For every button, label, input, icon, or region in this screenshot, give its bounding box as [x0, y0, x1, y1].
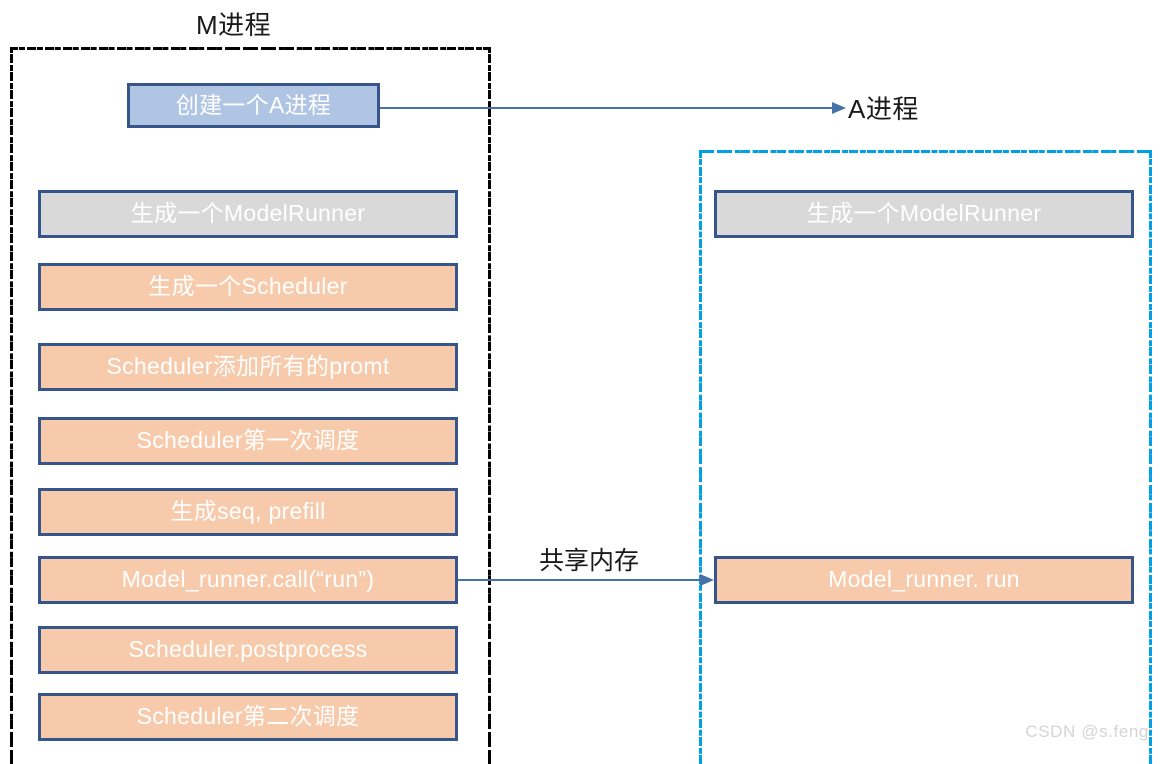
step-box-scheduler-add-prompts[interactable]: Scheduler添加所有的promt: [38, 343, 458, 391]
step-box-scheduler-first-schedule[interactable]: Scheduler第一次调度: [38, 417, 458, 465]
right-panel-title: A进程: [848, 94, 919, 124]
step-box-scheduler-second-schedule[interactable]: Scheduler第二次调度: [38, 693, 458, 741]
step-box-create-modelrunner[interactable]: 生成一个ModelRunner: [38, 190, 458, 238]
shared-memory-label: 共享内存: [539, 547, 640, 575]
step-box-a-model-runner-run[interactable]: Model_runner. run: [714, 556, 1134, 604]
left-process-panel: [10, 47, 491, 764]
step-box-model-runner-call-run[interactable]: Model_runner.call(“run”): [38, 556, 458, 604]
shared-memory-arrow: [458, 574, 714, 586]
left-panel-title: M进程: [196, 10, 272, 40]
step-box-scheduler-postprocess[interactable]: Scheduler.postprocess: [38, 626, 458, 674]
step-box-generate-seq-prefill[interactable]: 生成seq, prefill: [38, 488, 458, 536]
step-box-create-a-process[interactable]: 创建一个A进程: [127, 83, 380, 128]
watermark: CSDN @s.feng: [1025, 722, 1149, 741]
step-box-create-scheduler[interactable]: 生成一个Scheduler: [38, 263, 458, 311]
right-process-panel: [699, 150, 1152, 764]
create-process-arrow: [380, 102, 846, 114]
step-box-a-create-modelrunner[interactable]: 生成一个ModelRunner: [714, 190, 1134, 238]
